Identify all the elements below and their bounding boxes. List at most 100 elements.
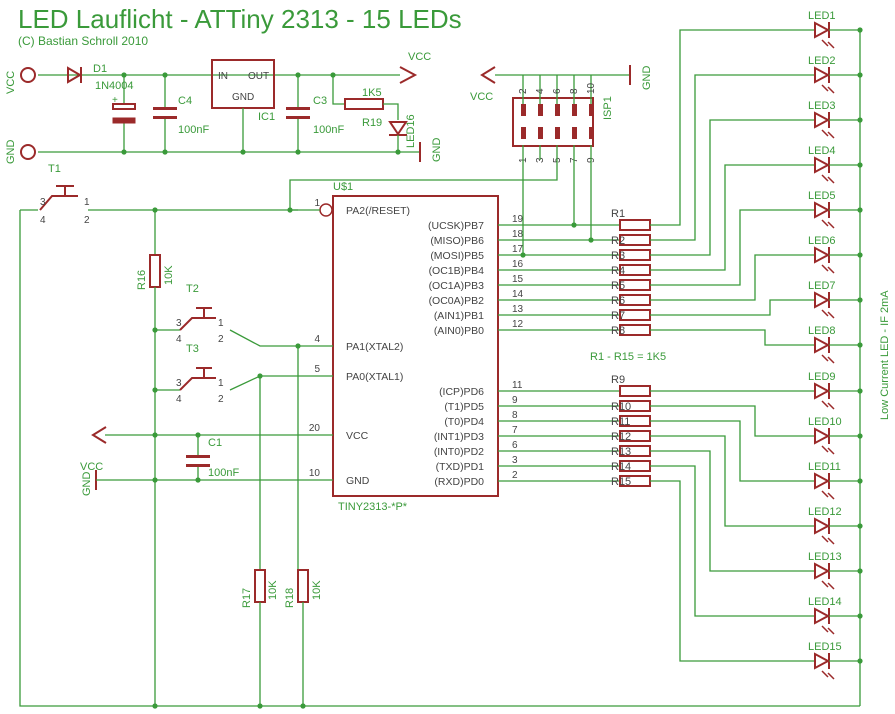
label: 2 bbox=[518, 88, 529, 94]
label: R9 bbox=[611, 374, 625, 386]
label: LED11 bbox=[808, 461, 841, 473]
led-ray bbox=[821, 354, 829, 362]
led-ray bbox=[827, 402, 835, 410]
junction-dot bbox=[152, 703, 158, 709]
label: (AIN1)PB1 bbox=[434, 310, 484, 322]
label: (ICP)PD6 bbox=[439, 386, 484, 398]
label: (MOSI)PB5 bbox=[430, 250, 484, 262]
label: (INT1)PD3 bbox=[434, 431, 484, 443]
label: VCC bbox=[346, 430, 369, 442]
label: 3 bbox=[512, 455, 518, 466]
label: 4 bbox=[535, 88, 546, 94]
label: R14 bbox=[611, 461, 631, 473]
junction-dot bbox=[152, 477, 158, 483]
label: LED8 bbox=[808, 325, 836, 337]
led-2-icon bbox=[814, 66, 831, 84]
label: 10 bbox=[309, 468, 321, 479]
label: 8 bbox=[569, 88, 580, 94]
wire bbox=[650, 209, 815, 286]
label: 2 bbox=[218, 334, 224, 345]
label: LED13 bbox=[808, 551, 842, 563]
t1-switch-icon bbox=[39, 195, 78, 211]
junction-dot bbox=[588, 237, 594, 243]
led-ray bbox=[821, 129, 829, 137]
label: T3 bbox=[186, 343, 199, 355]
wire bbox=[650, 119, 815, 256]
mcu-vcc-arrow-icon bbox=[91, 426, 107, 444]
label: R4 bbox=[611, 265, 625, 277]
label: R2 bbox=[611, 235, 625, 247]
label: GND bbox=[5, 140, 17, 165]
wire bbox=[650, 405, 815, 437]
led-ray bbox=[827, 86, 835, 94]
label: 16 bbox=[512, 259, 524, 270]
wire bbox=[650, 420, 815, 482]
led-ray bbox=[827, 41, 835, 49]
isp-pin bbox=[555, 104, 560, 116]
label: 10K bbox=[311, 580, 323, 600]
junction-dot bbox=[257, 703, 263, 709]
label: 100nF bbox=[313, 124, 344, 136]
label: LED7 bbox=[808, 280, 836, 292]
label: PA1(XTAL2) bbox=[346, 341, 403, 353]
junction-dot bbox=[571, 222, 577, 228]
led-ray bbox=[827, 356, 835, 364]
electrolytic-cap-plus bbox=[112, 103, 136, 110]
led-ray bbox=[827, 447, 835, 455]
wire bbox=[229, 329, 298, 347]
label: R10 bbox=[611, 401, 631, 413]
vcc-terminal-icon bbox=[20, 67, 36, 83]
label: GND bbox=[232, 92, 254, 103]
led16-icon bbox=[388, 121, 408, 136]
label: (T0)PD4 bbox=[444, 416, 484, 428]
electrolytic-cap-minus bbox=[112, 117, 136, 124]
label: R18 bbox=[284, 588, 296, 608]
led-ray bbox=[827, 266, 835, 274]
label: (UCSK)PB7 bbox=[428, 220, 484, 232]
led-13-icon bbox=[814, 562, 831, 580]
label: R11 bbox=[611, 416, 630, 428]
label: ISP1 bbox=[602, 96, 614, 120]
reset-inversion-icon bbox=[319, 203, 333, 217]
label: R12 bbox=[611, 431, 631, 443]
label: 4 bbox=[314, 334, 320, 345]
c3-plate bbox=[286, 107, 310, 110]
wire bbox=[650, 164, 815, 271]
label: 1 bbox=[218, 378, 224, 389]
led-ray bbox=[821, 400, 829, 408]
gnd-return bbox=[19, 210, 860, 707]
label: LED5 bbox=[808, 190, 836, 202]
led-ray bbox=[827, 221, 835, 229]
led-ray bbox=[821, 39, 829, 47]
label: (OC0A)PB2 bbox=[429, 295, 485, 307]
junction-dot bbox=[520, 252, 526, 258]
label: C1 bbox=[208, 437, 222, 449]
label: C4 bbox=[178, 95, 192, 107]
led-8-icon bbox=[814, 336, 831, 354]
label: 10K bbox=[267, 580, 279, 600]
led-ray bbox=[821, 174, 829, 182]
label: R6 bbox=[611, 295, 625, 307]
label: LED3 bbox=[808, 100, 836, 112]
c3-plate bbox=[286, 116, 310, 119]
wire bbox=[650, 465, 815, 617]
led-6-icon bbox=[814, 246, 831, 264]
c4-plate bbox=[153, 116, 177, 119]
label: R13 bbox=[611, 446, 631, 458]
led-ray bbox=[827, 627, 835, 635]
label: U$1 bbox=[333, 181, 353, 193]
label: 2 bbox=[512, 470, 518, 481]
label: 19 bbox=[512, 214, 524, 225]
label: Low Current LED - IF 2mA bbox=[879, 290, 891, 420]
label: (T1)PD5 bbox=[444, 401, 484, 413]
t3-switch-icon bbox=[179, 377, 216, 391]
label: 4 bbox=[40, 215, 46, 226]
resistor-r19 bbox=[344, 98, 384, 110]
label: 2 bbox=[218, 394, 224, 405]
label: C3 bbox=[313, 95, 327, 107]
led-ray bbox=[821, 264, 829, 272]
label: 15 bbox=[512, 274, 524, 285]
led-1-icon bbox=[814, 21, 831, 39]
label: 9 bbox=[512, 395, 518, 406]
label: T2 bbox=[186, 283, 199, 295]
